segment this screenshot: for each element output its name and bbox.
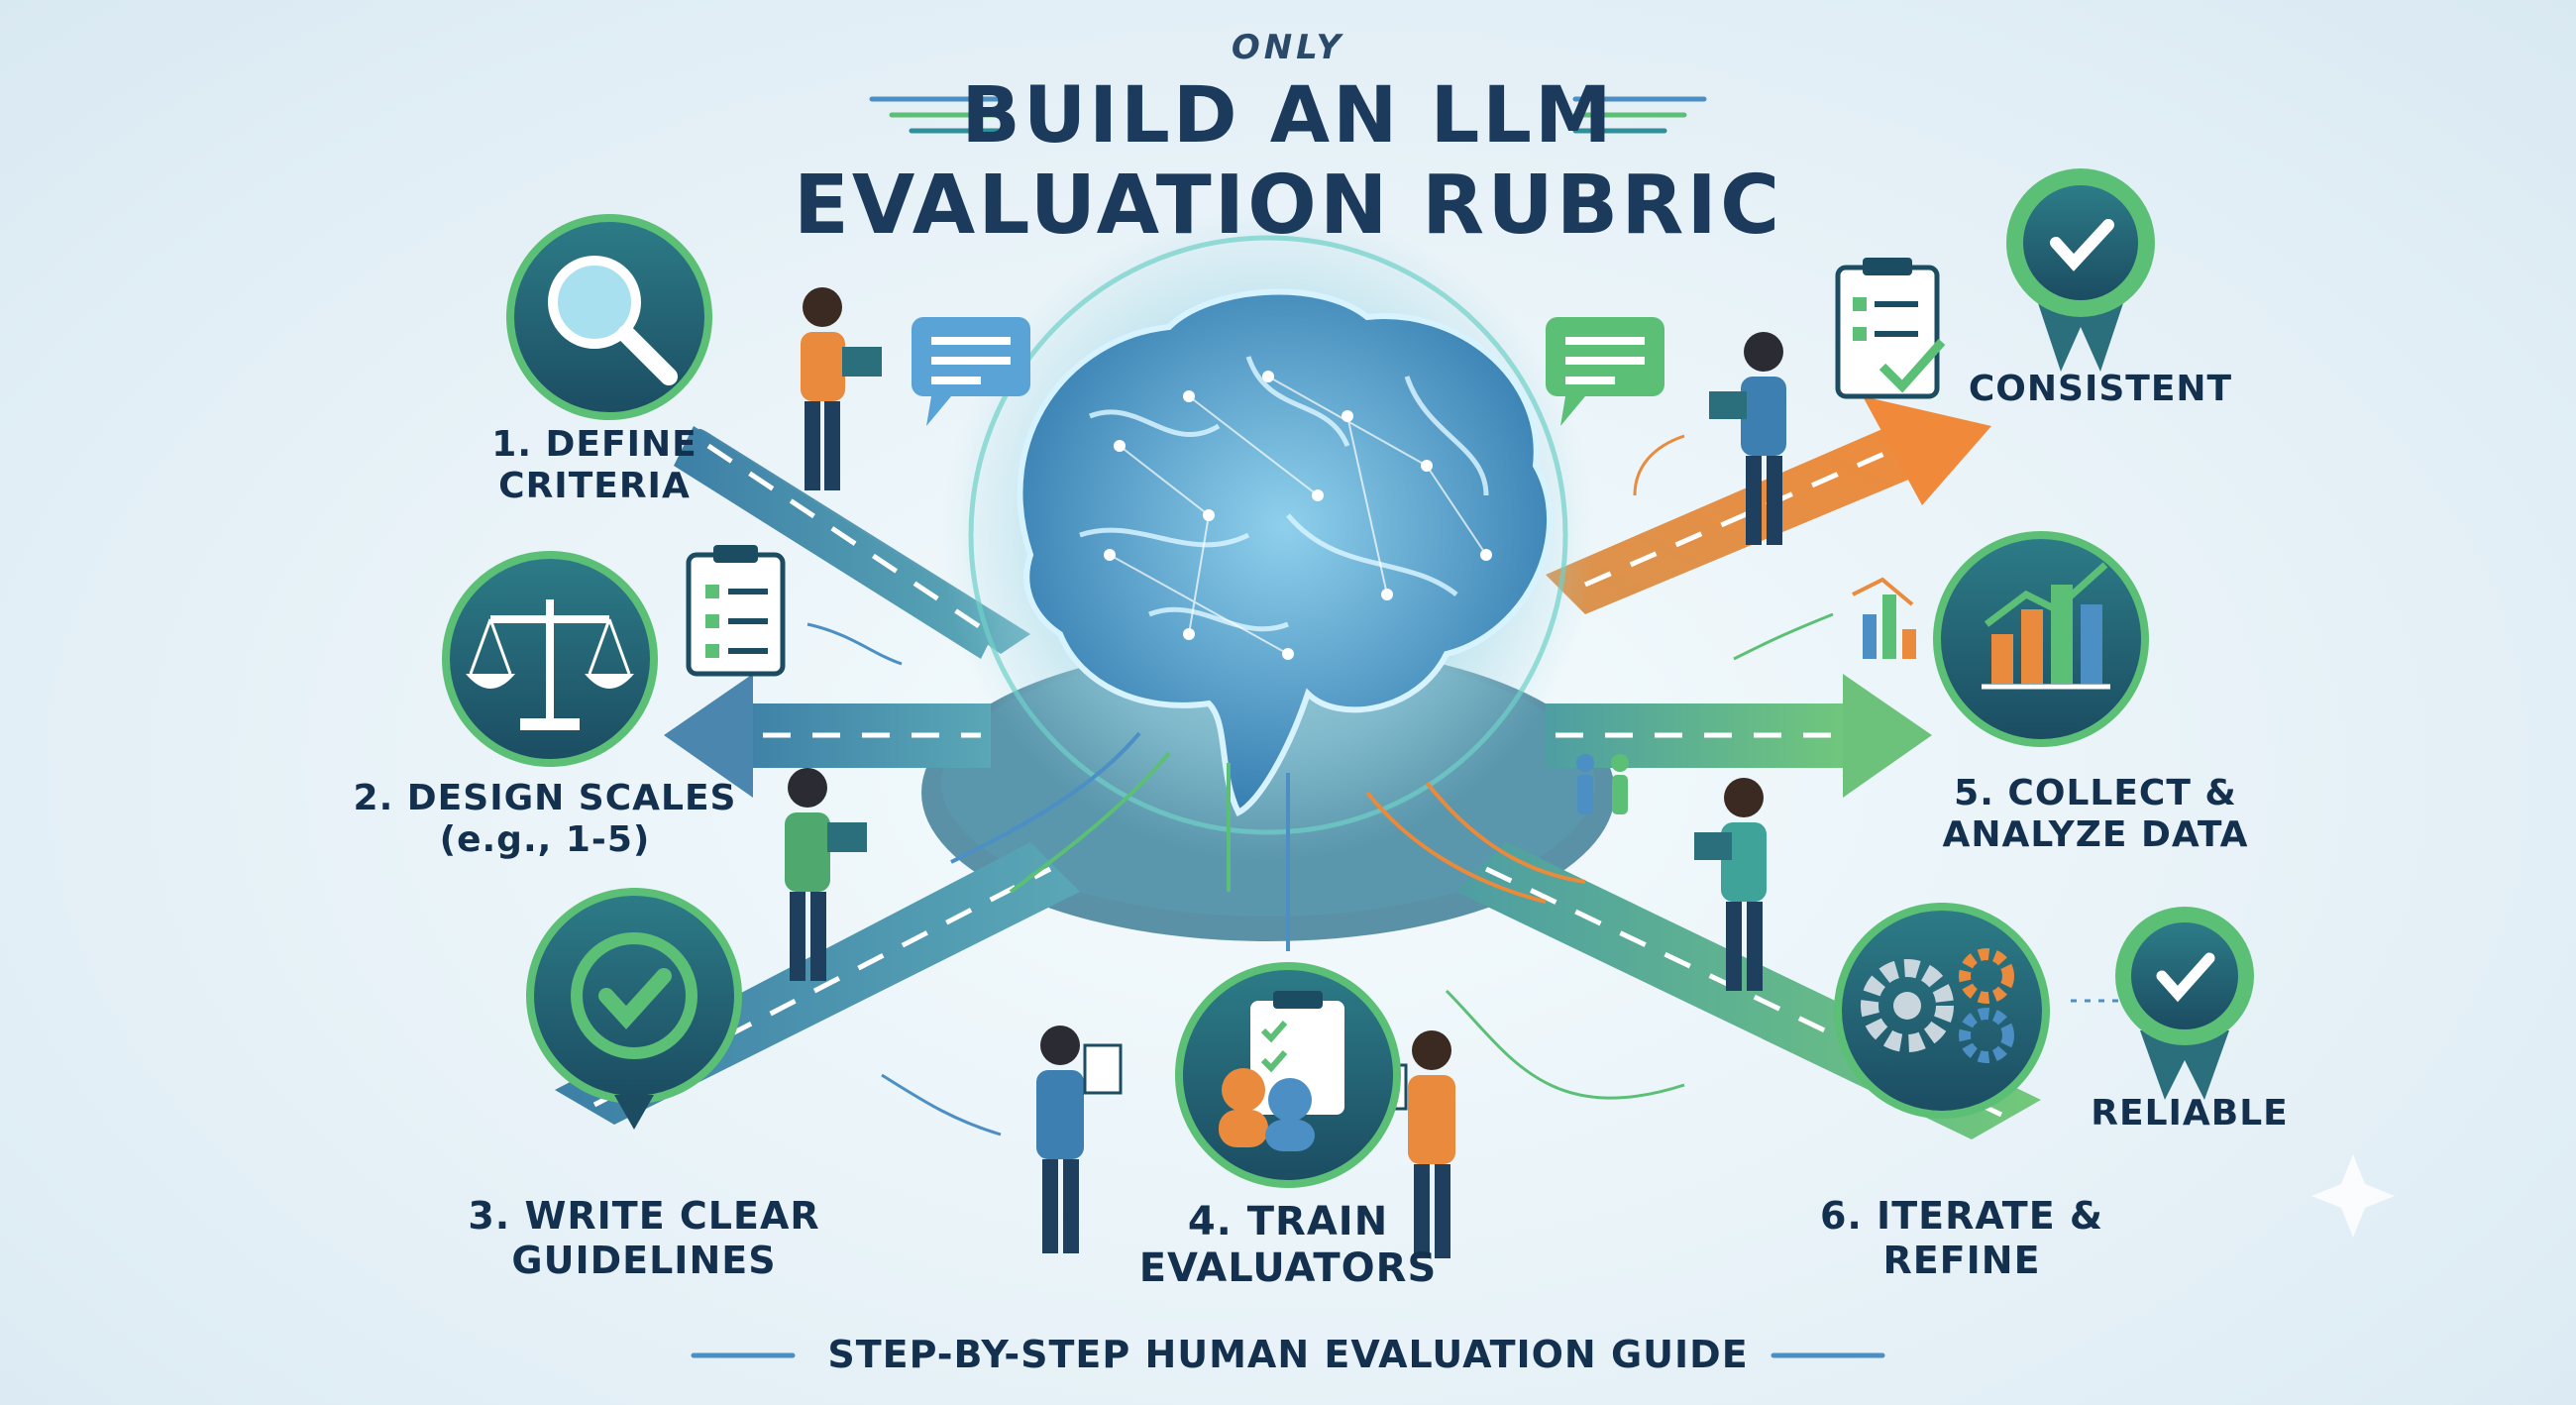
overline-text: ONLY	[1231, 28, 1345, 67]
gears-icon	[1834, 903, 2050, 1119]
person-figure	[1694, 778, 1767, 991]
step-4-line1: 4. TRAIN	[1187, 1199, 1389, 1244]
award-badge-icon	[2115, 907, 2254, 1100]
step-3-line2: GUIDELINES	[511, 1238, 777, 1282]
chat-bubble-icon	[912, 317, 1030, 426]
page-title-line1: BUILD AN LLM	[961, 71, 1615, 161]
step-1-label: 1. DEFINE CRITERIA	[426, 424, 763, 508]
brain-network-icon	[1017, 288, 1554, 817]
step-3-label: 3. WRITE CLEAR GUIDELINES	[446, 1194, 842, 1283]
step-5-label: 5. COLLECT & ANALYZE DATA	[1887, 773, 2304, 857]
person-figure	[1709, 332, 1786, 545]
mini-chart-icon	[1852, 577, 1916, 659]
person-figure	[785, 768, 867, 981]
chat-bubble-icon	[1546, 317, 1664, 426]
step-4-line2: EVALUATORS	[1138, 1245, 1438, 1292]
person-figure	[801, 287, 882, 490]
step-1-line1: 1. DEFINE	[491, 424, 698, 465]
step-5-line2: ANALYZE DATA	[1942, 814, 2249, 856]
clipboard-team-icon	[1175, 962, 1401, 1188]
clipboard-icon	[686, 545, 786, 677]
step-1-line2: CRITERIA	[498, 466, 691, 507]
step-5-line1: 5. COLLECT &	[1954, 773, 2237, 813]
step-4-label: 4. TRAIN EVALUATORS	[1100, 1199, 1476, 1292]
sparkle-icon	[2311, 1154, 2395, 1238]
balance-scale-icon	[442, 551, 658, 767]
checkmark-icon	[526, 888, 742, 1130]
step-6-line2: REFINE	[1882, 1238, 2041, 1282]
page-title-line2: EVALUATION RUBRIC	[793, 159, 1783, 253]
small-people-icon	[1576, 754, 1629, 814]
step-2-line1: 2. DESIGN SCALES	[353, 778, 737, 818]
step-3-line1: 3. WRITE CLEAR	[468, 1194, 820, 1238]
clipboard-icon	[1835, 258, 1946, 399]
step-2-line2: (e.g., 1-5)	[439, 819, 651, 861]
outcome-reliable-label: RELIABLE	[2091, 1093, 2289, 1134]
step-6-line1: 6. ITERATE &	[1819, 1194, 2104, 1238]
magnifier-icon	[506, 214, 712, 420]
bar-chart-icon	[1933, 531, 2149, 747]
step-6-label: 6. ITERATE & REFINE	[1773, 1194, 2150, 1283]
person-figure	[1036, 1026, 1123, 1253]
step-2-label: 2. DESIGN SCALES (e.g., 1-5)	[337, 778, 753, 862]
award-badge-icon	[2006, 168, 2155, 372]
outcome-consistent-label: CONSISTENT	[1968, 369, 2233, 409]
footer-subtitle: STEP-BY-STEP HUMAN EVALUATION GUIDE	[827, 1333, 1749, 1376]
